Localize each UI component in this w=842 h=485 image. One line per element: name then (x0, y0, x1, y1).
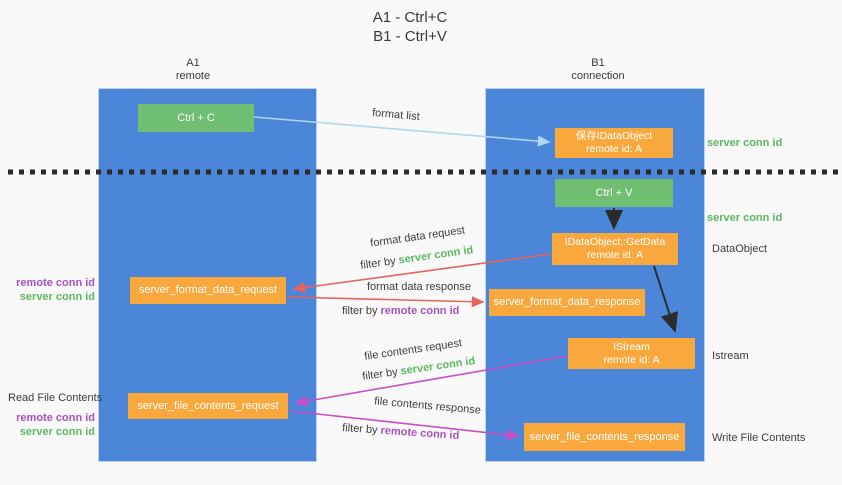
edge-label-format-list: format list (371, 106, 421, 124)
node-istream-line1: IStream (613, 340, 650, 353)
node-ctrl-c-label: Ctrl + C (177, 111, 215, 124)
edge-label-file-contents-response: file contents response (373, 395, 482, 417)
server-conn-id-text: server conn id (397, 244, 474, 267)
node-server-file-contents-response: server_file_contents_response (524, 423, 685, 451)
arrow-format-data-response (287, 296, 485, 308)
node-ctrl-v: Ctrl + V (555, 179, 673, 207)
node-ctrl-c: Ctrl + C (138, 104, 254, 132)
edge-label-filter-format-response: filter by remote conn id (342, 305, 459, 318)
node-idataobject-getdata-line2: remote id: A (586, 249, 644, 261)
annotation-remote-conn-id-file: remote conn id (16, 412, 95, 424)
node-idataobject-getdata: IDataObject::GetData remote id: A (552, 233, 678, 265)
node-server-file-contents-response-label: server_file_contents_response (529, 430, 680, 443)
annotation-format-conn-ids: remote conn id server conn id (0, 276, 95, 304)
node-server-format-data-request: server_format_data_request (130, 277, 286, 304)
node-server-format-data-response: server_format_data_response (489, 289, 645, 316)
diagram-title: A1 - Ctrl+C B1 - Ctrl+V (310, 8, 510, 46)
filter-by-text: filter by (341, 421, 382, 437)
remote-conn-id-text: remote conn id (380, 424, 460, 443)
edge-label-filter-file-response: filter by remote conn id (342, 422, 460, 443)
annotation-remote-conn-id-format: remote conn id (16, 277, 95, 289)
edge-label-format-data-response: format data response (367, 281, 471, 293)
node-server-format-data-request-label: server_format_data_request (138, 284, 278, 296)
node-server-file-contents-request: server_file_contents_request (128, 393, 288, 419)
node-save-idataobject: 保存IDataObject remote id: A (555, 128, 673, 158)
title-line-1: A1 - Ctrl+C (372, 9, 448, 26)
annotation-server-conn-id-format: server conn id (19, 291, 95, 303)
annotation-dataobject: DataObject (712, 243, 768, 255)
node-server-file-contents-request-label: server_file_contents_request (137, 399, 279, 412)
lane-header-b1: B1 connection (538, 57, 658, 83)
remote-conn-id-text: remote conn id (380, 305, 460, 317)
lane-a1-subtitle: remote (175, 70, 211, 82)
lane-header-a1: A1 remote (133, 57, 253, 83)
lane-b1-subtitle: connection (571, 70, 625, 82)
annotation-istream: Istream (712, 350, 749, 362)
node-server-format-data-response-label: server_format_data_response (493, 296, 641, 308)
annotation-read-file-contents: Read File Contents (8, 392, 103, 404)
lane-a1-name: A1 (186, 57, 200, 69)
node-ctrl-v-label: Ctrl + V (595, 186, 633, 199)
node-istream-line2: remote id: A (603, 353, 660, 366)
annotation-write-file-contents: Write File Contents (712, 432, 806, 444)
node-idataobject-getdata-line1: IDataObject::GetData (564, 236, 666, 248)
server-conn-id-text: server conn id (399, 355, 476, 378)
node-save-idataobject-line1: 保存IDataObject (575, 130, 653, 142)
annotation-server-conn-id-mid: server conn id (707, 212, 783, 224)
node-save-idataobject-line2: remote id: A (585, 143, 643, 155)
title-line-2: B1 - Ctrl+V (373, 28, 447, 45)
annotation-file-conn-ids: remote conn id server conn id (0, 411, 95, 439)
filter-by-text: filter by (361, 365, 402, 383)
annotation-server-conn-id-file: server conn id (19, 426, 95, 438)
node-istream: IStream remote id: A (568, 338, 695, 369)
annotation-server-conn-id-top: server conn id (707, 137, 783, 149)
filter-by-text: filter by (359, 254, 400, 272)
filter-by-text: filter by (342, 305, 381, 317)
lane-b1-name: B1 (591, 57, 605, 69)
